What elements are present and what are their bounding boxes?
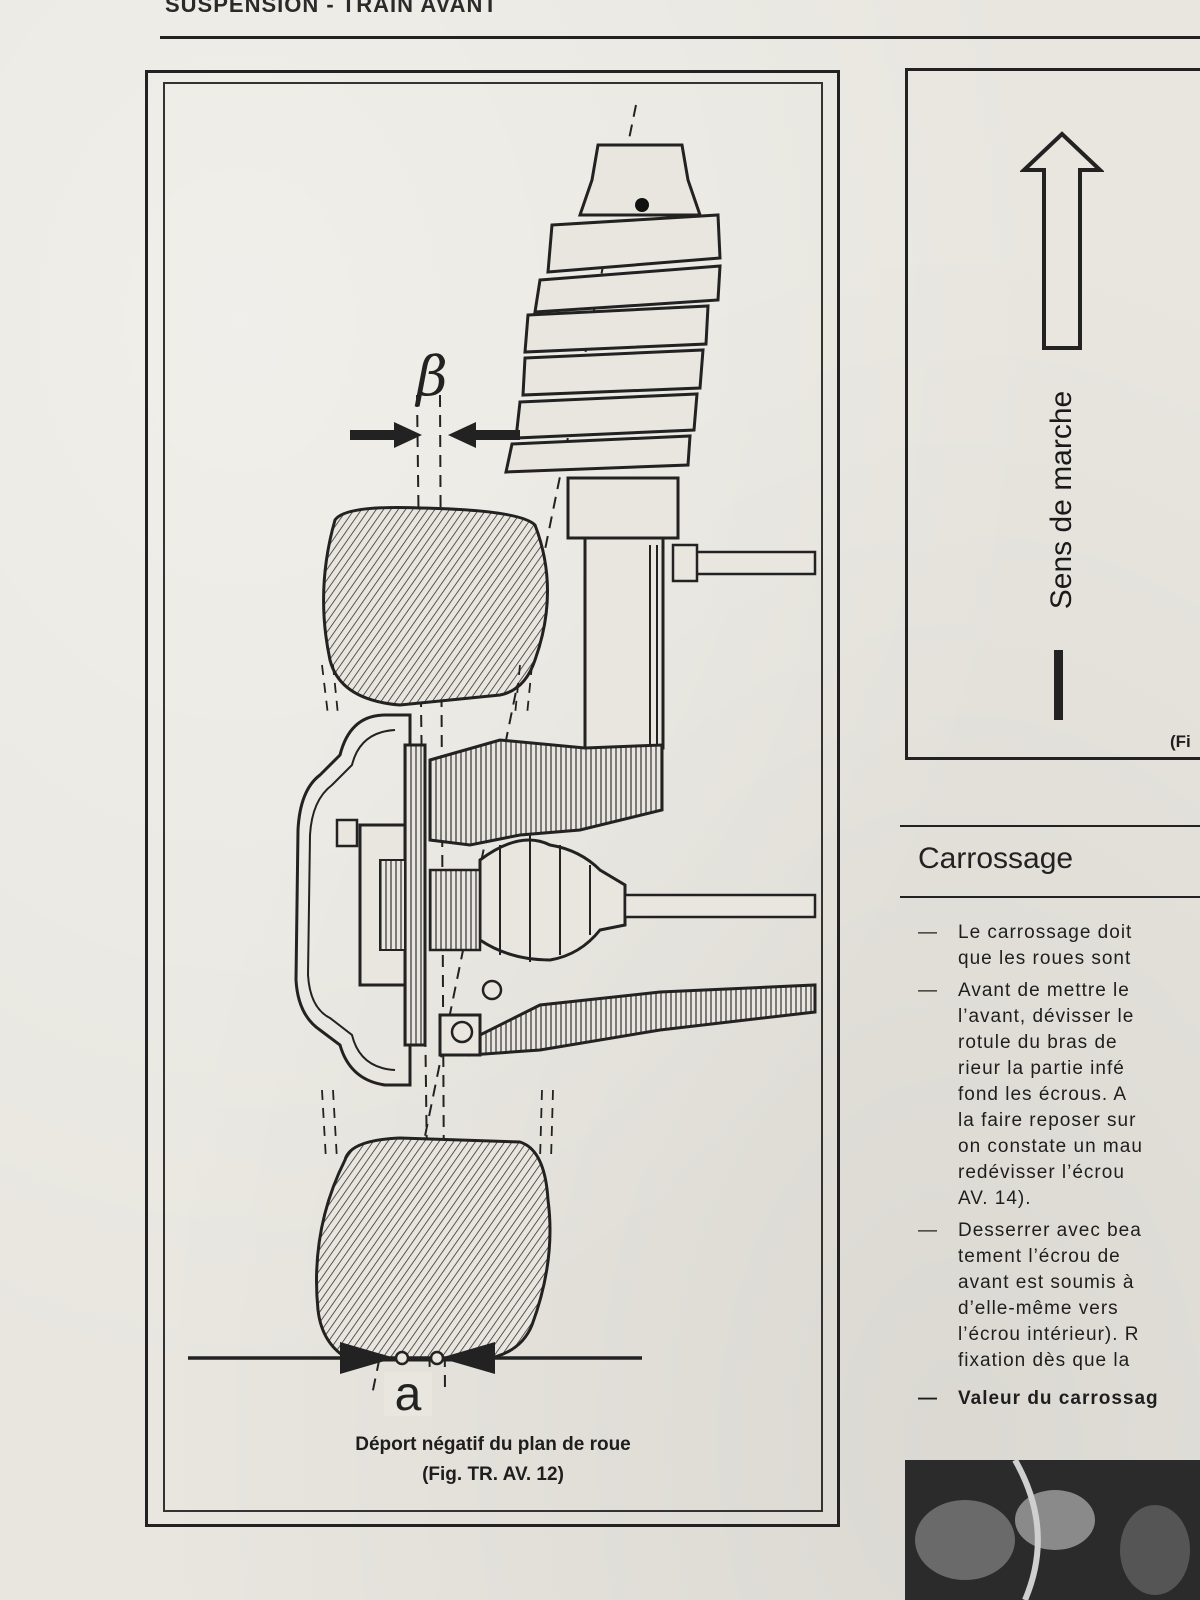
direction-label: Sens de marche bbox=[1045, 390, 1078, 610]
driveshaft bbox=[623, 893, 817, 919]
lower-control-arm bbox=[468, 983, 817, 1057]
list-item: — Valeur du carrossag bbox=[918, 1386, 1200, 1412]
text-line: rotule du bras de bbox=[958, 1032, 1118, 1053]
wheel-rim bbox=[294, 713, 412, 1087]
up-arrow-icon bbox=[1020, 131, 1104, 720]
text-line: avant est soumis à bbox=[958, 1272, 1135, 1293]
offset-indicator-arrows bbox=[340, 1342, 495, 1374]
bullet-dash: — bbox=[918, 1388, 938, 1409]
text-line: tement l’écrou de bbox=[958, 1246, 1121, 1267]
list-item: — Le carrossage doit que les roues sont bbox=[918, 920, 1200, 972]
bullet-dash: — bbox=[918, 1220, 938, 1241]
suspension-diagram: β a bbox=[188, 104, 817, 1421]
figure-caption: Déport négatif du plan de roue (Fig. TR.… bbox=[163, 1430, 823, 1490]
caption-figure-ref: (Fig. TR. AV. 12) bbox=[422, 1464, 564, 1485]
text-line: l’avant, dévisser le bbox=[958, 1006, 1135, 1027]
text-line: Valeur du carrossag bbox=[958, 1388, 1159, 1409]
beta-indicator-arrows bbox=[350, 422, 520, 448]
beta-angle-label: β bbox=[414, 345, 447, 408]
text-line: on constate un mau bbox=[958, 1136, 1143, 1157]
text-line: redévisser l’écrou bbox=[958, 1162, 1125, 1183]
figure-panel bbox=[145, 70, 840, 1527]
knuckle-arm bbox=[428, 738, 664, 847]
tire-lower bbox=[315, 1136, 552, 1362]
section-bottom-rule bbox=[900, 896, 1200, 898]
direction-figure-box bbox=[905, 68, 1200, 760]
brake-disc bbox=[403, 743, 427, 1047]
strut-top-pivot bbox=[635, 198, 649, 212]
list-item: — Desserrer avec bea tement l’écrou de a… bbox=[918, 1218, 1200, 1374]
text-line: Avant de mettre le bbox=[958, 980, 1130, 1001]
text-line: fixation dès que la bbox=[958, 1350, 1131, 1371]
text-line: AV. 14). bbox=[958, 1188, 1032, 1209]
bullet-dash: — bbox=[918, 922, 938, 943]
text-line: l’écrou intérieur). R bbox=[958, 1324, 1140, 1345]
bullet-list: — Le carrossage doit que les roues sont … bbox=[918, 920, 1200, 1412]
text-line: Le carrossage doit bbox=[958, 922, 1133, 943]
driveshaft-boot bbox=[478, 838, 627, 962]
text-line: Desserrer avec bea bbox=[958, 1220, 1142, 1241]
figure-inner-frame bbox=[163, 82, 823, 1512]
section-title: Carrossage bbox=[918, 842, 1074, 875]
text-line: la faire reposer sur bbox=[958, 1110, 1137, 1131]
caption-title: Déport négatif du plan de roue bbox=[355, 1434, 631, 1455]
strut-tube bbox=[583, 536, 665, 750]
side-figure-ref: (Fi bbox=[1170, 732, 1191, 751]
running-head: SUSPENSION - TRAIN AVANT bbox=[165, 0, 498, 17]
ball-joint bbox=[438, 1013, 482, 1057]
list-item: — Avant de mettre le l’avant, dévisser l… bbox=[918, 978, 1200, 1212]
bullet-dash: — bbox=[918, 980, 938, 1001]
offset-label: a bbox=[395, 1368, 422, 1421]
stabilizer-rod bbox=[688, 550, 817, 576]
section-top-rule bbox=[900, 825, 1200, 827]
strut-upper-collar bbox=[566, 476, 680, 540]
header-rule bbox=[160, 36, 1200, 39]
coil-spring bbox=[504, 213, 722, 474]
text-line: rieur la partie infé bbox=[958, 1058, 1125, 1079]
text-line: fond les écrous. A bbox=[958, 1084, 1128, 1105]
tire-upper bbox=[322, 506, 549, 707]
text-line: d’elle-même vers bbox=[958, 1298, 1119, 1319]
text-line: que les roues sont bbox=[958, 948, 1132, 969]
photo-thumbnail bbox=[905, 1460, 1200, 1600]
